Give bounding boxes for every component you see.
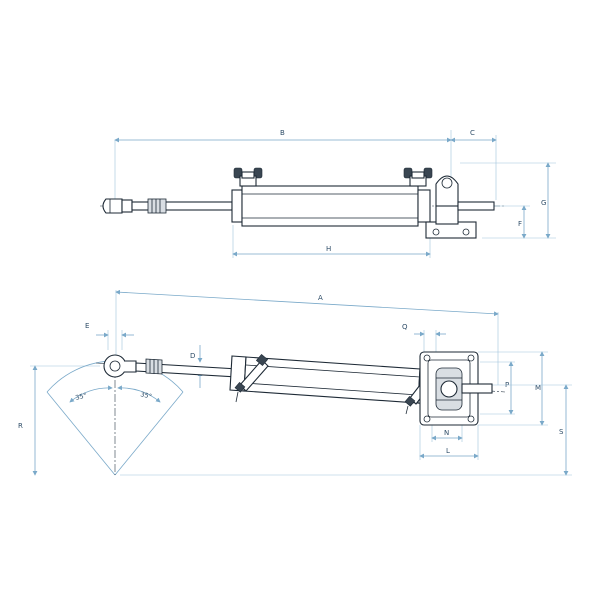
- piston-rod-top: [131, 198, 233, 214]
- dimension-label-n: N: [444, 429, 449, 437]
- hydraulic-fitting-right-top: [403, 167, 433, 187]
- rod-end-clevis-top: [102, 198, 133, 214]
- dimension-label-g: G: [541, 199, 546, 207]
- dimension-label-s: S: [559, 428, 564, 436]
- dimension-label-b: B: [280, 129, 285, 137]
- angle-label-right: 35°: [140, 390, 153, 401]
- dimension-label-q: Q: [402, 323, 408, 331]
- dimension-label-c: C: [470, 129, 475, 137]
- dimension-label-h: H: [326, 245, 331, 253]
- cylinder-barrel-top: [231, 185, 431, 227]
- dimension-label-l: L: [446, 447, 450, 455]
- top-view: B C G F H: [100, 129, 556, 258]
- angle-label-left: 35°: [75, 391, 88, 402]
- dimension-label-d: D: [190, 352, 195, 360]
- mounting-bracket-top: [425, 175, 495, 239]
- dimension-label-a: A: [318, 294, 323, 302]
- dimension-label-m: M: [535, 384, 541, 392]
- rod-end-eye-bottom: [103, 354, 137, 378]
- hydraulic-fitting-left-top: [233, 167, 263, 187]
- swing-sector: [46, 360, 184, 476]
- dimension-label-e: E: [85, 322, 89, 330]
- hydraulic-fitting-left-bottom: [234, 353, 269, 403]
- dimension-line-a: [115, 289, 499, 317]
- bottom-view: A E D Q M P S R: [18, 289, 572, 476]
- dimension-label-f: F: [518, 220, 522, 228]
- dimension-label-r: R: [18, 422, 23, 430]
- piston-rod-bottom: [135, 358, 239, 378]
- mounting-bracket-bottom: [419, 351, 493, 426]
